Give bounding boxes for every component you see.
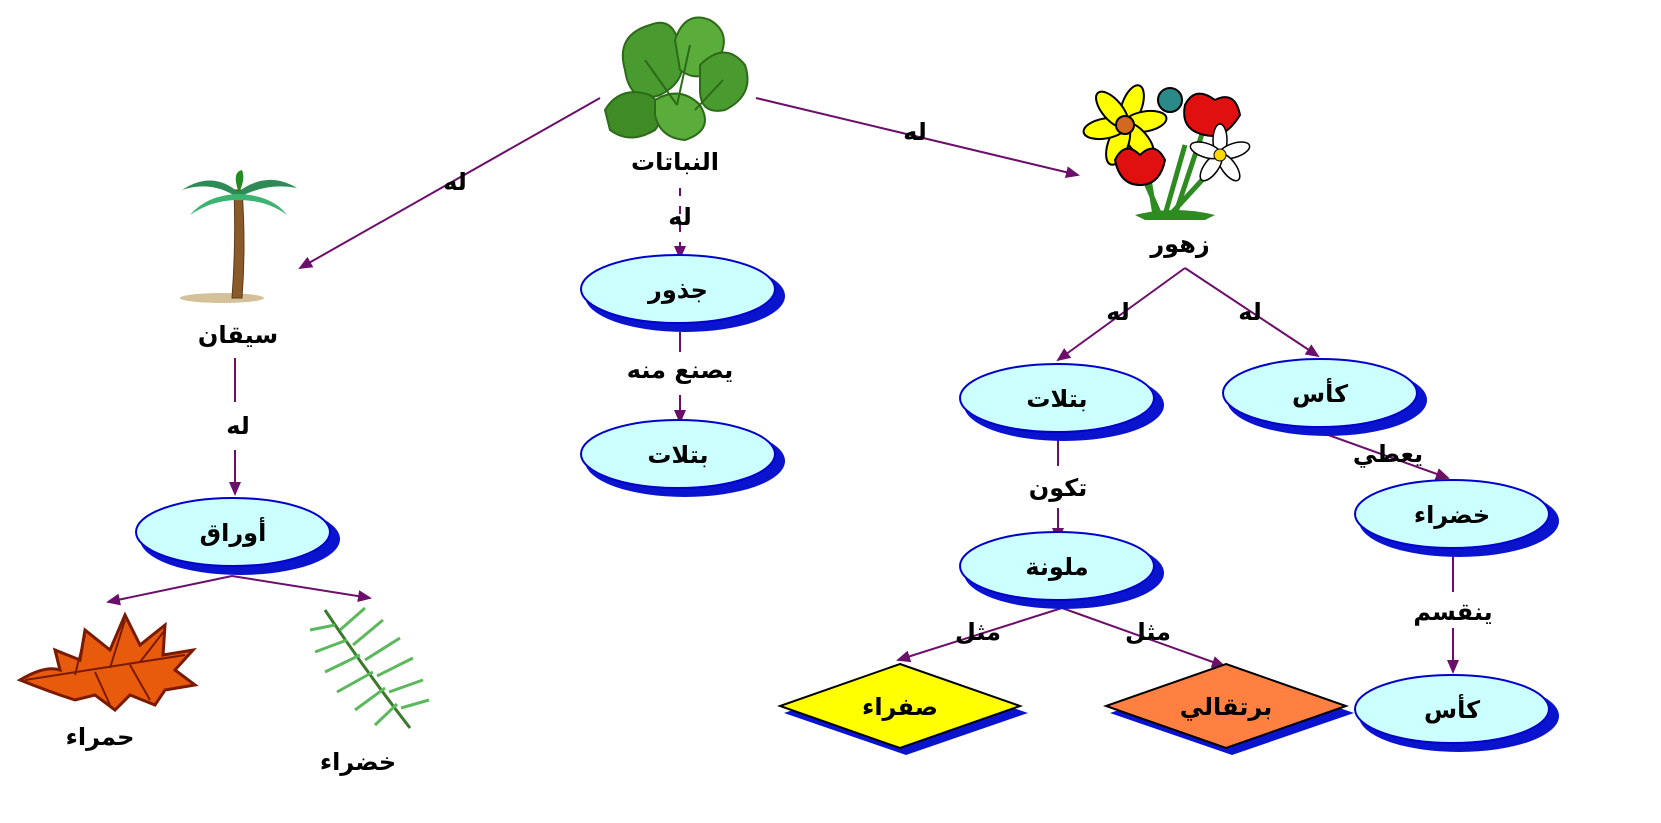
node-green: خضراء [1354, 479, 1559, 557]
palm-tree-icon [180, 170, 297, 303]
edge-flowers-to-corolla [1056, 267, 1186, 362]
edge-label-gives: يعطي [1353, 440, 1423, 468]
green-palm-frond-icon [309, 606, 430, 729]
node-petals: بتلات [580, 419, 785, 497]
red-oak-leaf-icon [16, 611, 199, 712]
edge-colored-to-yellow [896, 607, 1063, 663]
edge-plants-to-trunk [298, 97, 601, 269]
node-colored: ملونة [959, 531, 1164, 609]
node-seeds-label: جذور [647, 276, 708, 304]
edge-label-forms: يصنع منه [627, 356, 733, 384]
node-red-leaf: حمراء [66, 723, 135, 751]
node-cup: كأس [1354, 674, 1559, 752]
edge-label-has: له [1106, 298, 1130, 326]
edge-leaves-to-green [231, 575, 372, 603]
edge-label-has: له [668, 203, 692, 231]
edge-label-has: له [1238, 298, 1262, 326]
edge-label-like: مثل [1125, 618, 1171, 646]
edge-leaves-to-red [106, 575, 233, 606]
node-calyx-label: كأس [1292, 378, 1348, 408]
edge-label-pattern: ينقسم [1413, 598, 1492, 626]
node-seeds: جذور [580, 254, 785, 332]
node-trunk: سيقان [198, 321, 278, 349]
node-yellow-diamond: صفراء [776, 662, 1028, 755]
edge-label-like: مثل [955, 618, 1001, 646]
node-cup-label: كأس [1424, 694, 1480, 724]
node-orange-diamond: برتقالي [1102, 662, 1354, 755]
edge-flowers-to-calyx [1184, 267, 1320, 358]
node-plants: النباتات [631, 148, 719, 176]
node-green-leaf: خضراء [320, 748, 396, 776]
node-leaves-label: أوراق [200, 517, 267, 547]
node-leaves: أوراق [135, 497, 340, 575]
flower-bouquet-icon [1082, 84, 1251, 220]
edge-labels: له له له له له له يصنع منه تكون يعطي ينق… [226, 118, 1492, 646]
node-corolla-label: بتلات [1026, 385, 1087, 413]
edge-label-colored: تكون [1029, 474, 1088, 502]
edge-label-has: له [903, 118, 927, 146]
node-calyx: كأس [1222, 358, 1427, 436]
edge-label-has: له [443, 168, 467, 196]
edge-colored-to-orange [1061, 607, 1226, 668]
node-colored-label: ملونة [1025, 553, 1088, 581]
node-flowers: زهور [1149, 230, 1209, 258]
node-corolla: بتلات [959, 363, 1164, 441]
edges [106, 97, 1459, 674]
edge-plants-to-flowers [755, 97, 1080, 179]
node-petals-label: بتلات [647, 441, 708, 469]
node-orange-label: برتقالي [1180, 693, 1273, 721]
edge-calyx-to-green [1319, 431, 1450, 480]
node-yellow-label: صفراء [862, 693, 938, 721]
node-green-label: خضراء [1414, 501, 1490, 529]
edge-label-has: له [226, 412, 250, 440]
grape-leaves-icon [603, 16, 749, 142]
